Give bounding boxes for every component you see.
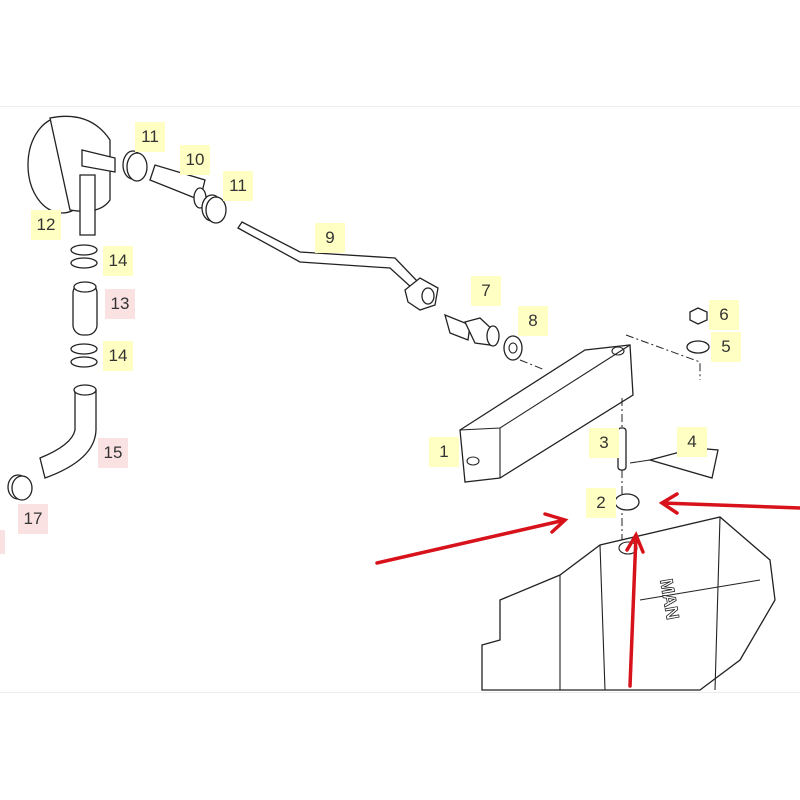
threaded-fitting-part [444,313,500,347]
part-number-label: 17 [18,504,48,534]
part-number-label: 13 [105,289,135,319]
part-number-label: 15 [98,438,128,468]
part-number-label: 2 [586,488,616,518]
o-ring-part [614,493,640,511]
red-arrow [658,492,800,515]
nut-part [689,307,708,325]
hose-clamp-part [7,474,33,501]
red-arrow [625,531,645,688]
part-number-label: 11 [135,122,165,152]
part-number-label: 9 [315,223,345,253]
breather-housing-part [27,115,116,236]
diagram-frame [0,106,800,693]
part-number-label: 14 [103,246,133,276]
hose-clamp-part [70,343,98,368]
hose-part [72,281,98,336]
hose-clamp-part [70,244,98,269]
part-number-label: 7 [471,276,501,306]
hose-clamp-part [201,194,227,224]
bent-hose-part [39,389,97,479]
part-number-label: 10 [180,145,210,175]
part-number-label: 11 [223,171,253,201]
union-nut-part [404,277,439,311]
part-number-label: 1 [429,437,459,467]
distribution-block-part [459,344,634,483]
part-number-label: 4 [677,427,707,457]
partial-label-box [0,530,5,554]
washer-part [686,340,710,354]
part-number-label: 3 [589,428,619,458]
hose-clamp-part [122,150,148,182]
part-number-label: 8 [518,306,548,336]
part-number-label: 14 [103,341,133,371]
part-number-label: 6 [709,300,739,330]
part-number-label: 12 [31,210,61,240]
stud-part [617,427,627,471]
part-number-label: 5 [711,332,741,362]
washer-part [503,335,523,361]
red-arrow [375,512,569,565]
valve-cover-part: MAN [481,516,776,691]
